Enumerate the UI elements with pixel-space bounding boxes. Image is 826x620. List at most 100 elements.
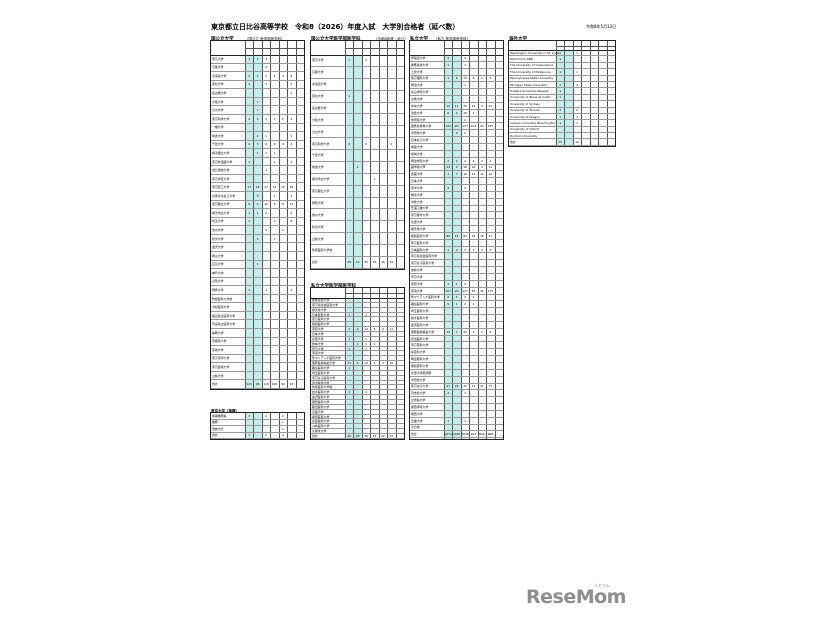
university-name: 合計 — [212, 382, 218, 387]
section-title-national: 国公立大学 — [211, 36, 234, 42]
count-cell: 3 — [480, 165, 483, 170]
table-row: 福島県立医科大学 — [211, 312, 304, 321]
count-cell: 1 — [559, 57, 562, 62]
count-cell: 3 — [464, 247, 466, 252]
count-cell: 35 — [364, 260, 368, 265]
count-cell: 2 — [464, 281, 466, 286]
count-cell: 10 — [575, 140, 579, 145]
university-name: 東邦大学 — [312, 327, 324, 332]
count-cell: 2 — [576, 108, 578, 113]
table-row: University of Oxford — [509, 127, 615, 134]
count-cell: 10 — [463, 172, 467, 177]
count-cell: 2 — [365, 141, 367, 146]
university-name: 合計 — [312, 260, 318, 265]
university-name: 防衛医科大学校 — [312, 248, 333, 253]
count-cell: 1 — [559, 89, 562, 94]
university-name: 東京科学大学 — [212, 116, 230, 121]
count-cell: 2 — [455, 165, 458, 170]
shaded-column — [556, 50, 565, 146]
university-name: 東京慈恵会医科大学 — [411, 254, 438, 259]
university-name: 合計 — [212, 433, 218, 438]
count-cell: 16 — [471, 103, 476, 108]
table-row: 専修大学 — [410, 199, 503, 206]
university-name: 埼玉大学 — [212, 219, 224, 224]
table-row: 防衛医科大学校 — [311, 245, 404, 257]
table-row: 関西大学 — [410, 411, 503, 418]
count-cell: 1 — [365, 312, 367, 317]
count-cell: 2 — [281, 413, 284, 418]
count-cell: 2 — [464, 158, 466, 163]
count-cell: 2 — [265, 433, 267, 438]
count-cell: 1 — [348, 366, 351, 370]
table-row: 岩手医科大学 — [410, 315, 503, 322]
university-name: 新潟大学 — [312, 224, 324, 229]
count-cell: 19 — [446, 329, 451, 334]
count-cell: 16 — [463, 110, 467, 115]
count-cell: 14 — [272, 185, 277, 190]
shaded-column — [345, 55, 354, 269]
count-cell: 1 — [248, 159, 251, 164]
university-name: 成蹊大学 — [411, 144, 423, 149]
count-cell: 32 — [463, 384, 467, 389]
header-divider — [245, 48, 304, 49]
header-divider — [345, 293, 404, 294]
column-divider — [387, 288, 389, 439]
column-divider — [361, 41, 363, 269]
count-cell: 13 — [364, 361, 368, 366]
count-cell: 3 — [480, 103, 483, 108]
count-cell: 12 — [488, 172, 493, 177]
column-divider — [395, 41, 397, 269]
table-header — [211, 41, 304, 56]
university-name: 岩手医科大学 — [411, 315, 429, 320]
university-name: 國學院大學 — [411, 165, 426, 170]
column-divider — [287, 413, 289, 439]
count-cell: 47 — [488, 233, 493, 238]
university-name: University of Sydney — [510, 101, 540, 106]
count-cell: 1 — [480, 76, 483, 81]
column-divider — [261, 41, 263, 389]
count-cell: 1 — [281, 116, 284, 121]
count-cell: 26 — [389, 434, 394, 438]
university-name: 国際基督教大学 — [411, 124, 432, 129]
count-cell: 4 — [447, 185, 450, 190]
count-cell: 113 — [487, 288, 494, 293]
count-cell: 15 — [281, 185, 285, 190]
count-cell: 1 — [265, 228, 267, 233]
university-name: 愛知医科大学 — [312, 400, 330, 404]
count-cell: 913 — [470, 432, 477, 437]
table-row: 東京慈恵会医科大学 — [311, 303, 404, 308]
table-row: 岡山大学 — [211, 252, 304, 261]
university-name: 兵庫医科大学 — [312, 419, 330, 424]
table-row: 北里大学薬学部 — [410, 370, 503, 377]
shaded-column — [353, 55, 362, 269]
count-cell: 18 — [471, 165, 476, 170]
count-cell: 5 — [447, 302, 450, 307]
table-row: 順天堂大学 — [410, 226, 503, 233]
university-name: 山梨大学 — [212, 373, 224, 378]
count-cell: 1 — [576, 69, 578, 74]
table-row: 静岡大学 — [211, 329, 304, 338]
count-cell: 1 — [256, 99, 259, 104]
column-divider — [460, 41, 462, 439]
count-cell: 20 — [463, 103, 467, 108]
count-cell: 7 — [455, 329, 458, 334]
count-cell: 1 — [447, 76, 450, 81]
count-cell: 2 — [464, 117, 466, 122]
count-cell: 1 — [256, 150, 259, 155]
table-row: University of Sydney — [509, 101, 615, 108]
university-name: 浜松医科大学 — [212, 305, 230, 310]
count-cell: 21 — [471, 172, 476, 177]
